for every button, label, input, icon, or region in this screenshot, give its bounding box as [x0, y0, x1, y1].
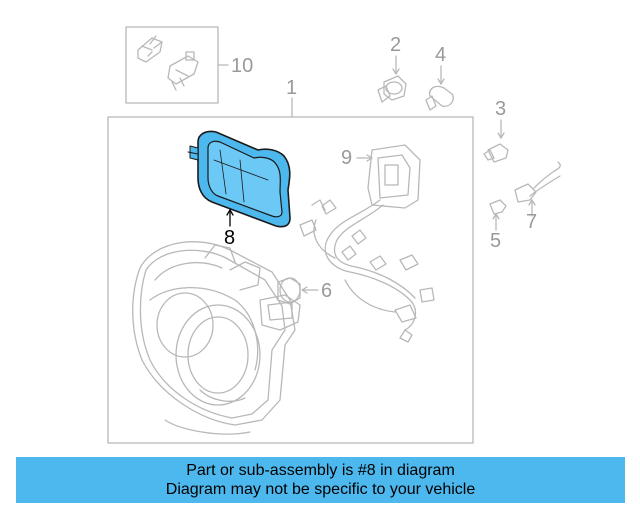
parts-diagram	[107, 26, 561, 444]
callout-label-4: 4	[435, 44, 447, 66]
part-3-bulb	[483, 119, 509, 163]
callout-label-6: 6	[321, 280, 333, 302]
callout-label-2: 2	[390, 34, 402, 56]
callout-label-8: 8	[224, 227, 236, 249]
part-5-bulb	[489, 199, 507, 231]
part-2-bulb	[377, 55, 407, 103]
callout-label-7: 7	[526, 211, 538, 233]
banner-line-2: Diagram may not be specific to your vehi…	[165, 481, 476, 498]
info-banner: Part or sub-assembly is #8 in diagram Di…	[16, 457, 625, 503]
callout-label-3: 3	[495, 98, 507, 120]
part-1-box	[107, 97, 474, 444]
part-7-socket	[514, 161, 561, 217]
part-6-socket	[277, 277, 319, 305]
callout-label-9: 9	[341, 147, 353, 169]
callout-label-1: 1	[286, 77, 298, 99]
callout-label-5: 5	[490, 230, 502, 252]
part-10-box	[125, 26, 229, 104]
callout-label-10: 10	[231, 55, 254, 77]
headlamp-housing	[132, 241, 301, 435]
banner-line-1: Part or sub-assembly is #8 in diagram	[186, 462, 455, 479]
part-4-bulb	[425, 65, 454, 111]
part-8-gasket	[187, 130, 291, 228]
wiring-harness	[299, 144, 435, 343]
